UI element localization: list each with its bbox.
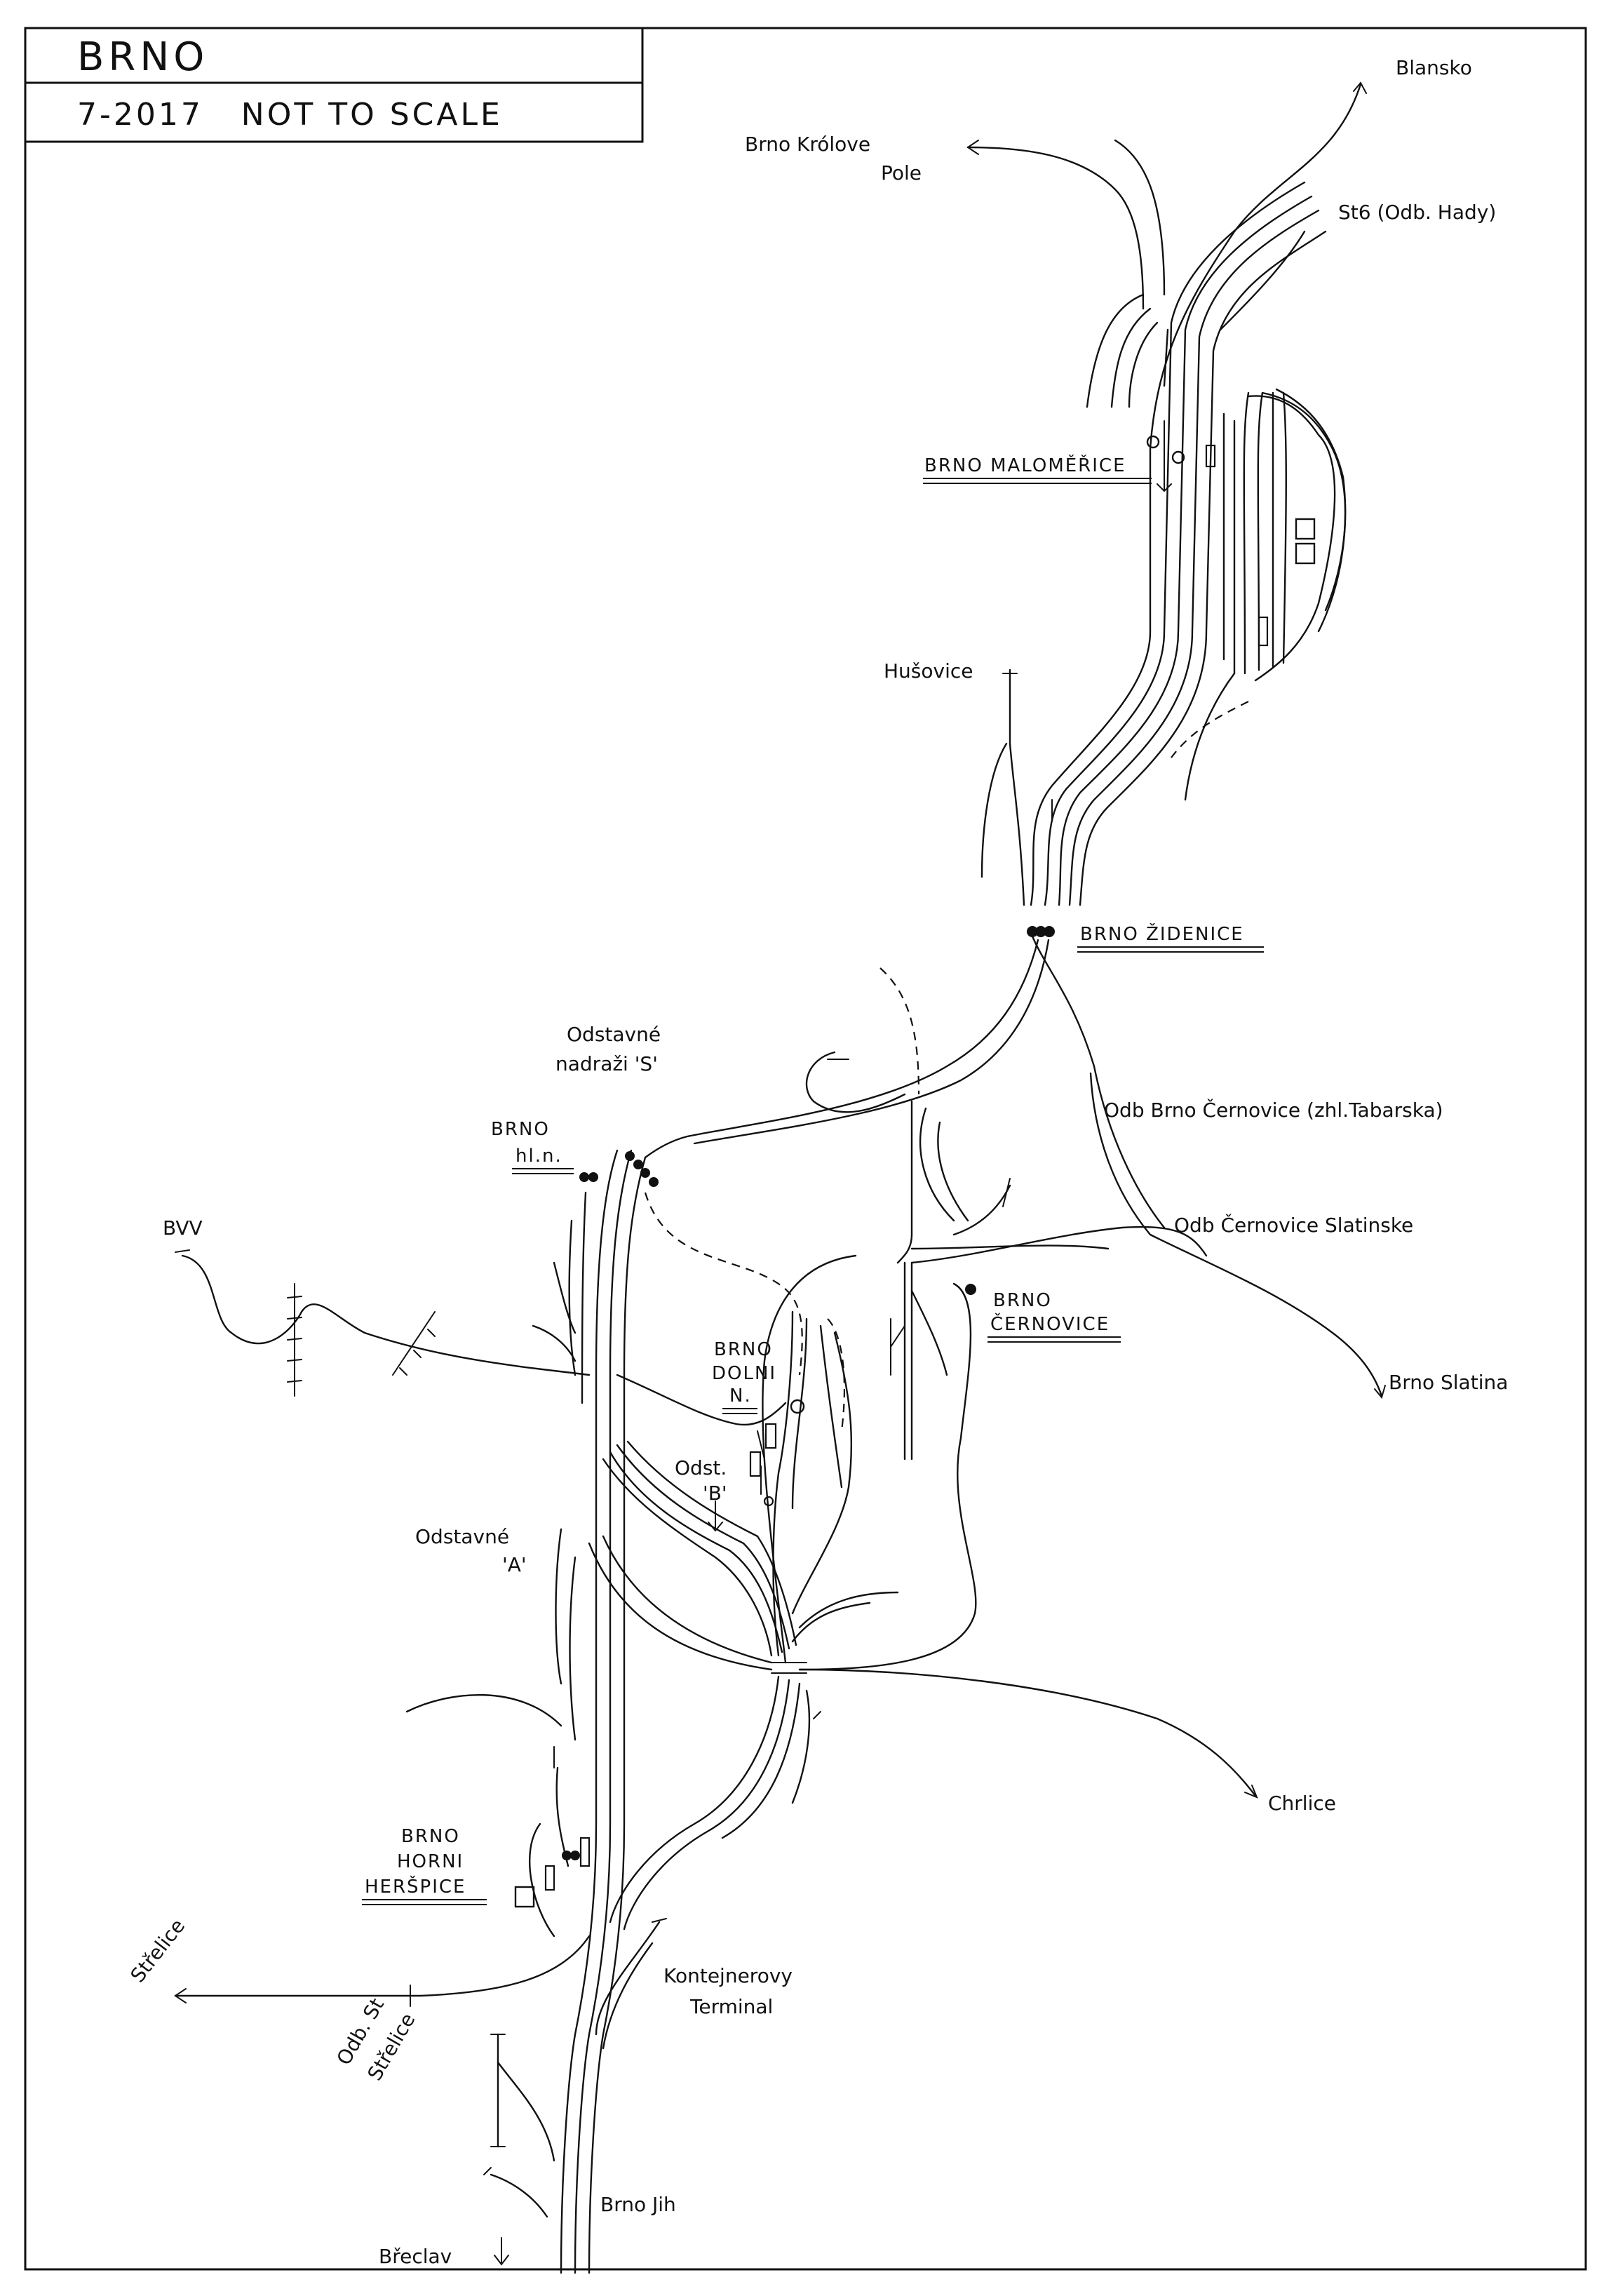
label-odb-tabarska: Odb Brno Černovice (zhl.Tabarska) (1104, 1098, 1443, 1122)
station-hln: BRNO hl.n. (491, 1119, 574, 1174)
label-blansko: Blansko (1396, 56, 1472, 79)
bvv-line (175, 1249, 591, 1397)
signals (562, 926, 1055, 1860)
main-line-north (1030, 83, 1362, 906)
svg-text:BRNO: BRNO (993, 1290, 1052, 1311)
label-chrlice: Chrlice (1268, 1792, 1336, 1815)
husovice-line (1009, 669, 1025, 906)
svg-text:ČERNOVICE: ČERNOVICE (990, 1313, 1110, 1335)
subtitle: 7-2017 NOT TO SCALE (77, 97, 503, 133)
station-malomerice: BRNO MALOMĚŘICE (923, 454, 1152, 484)
odst-b-bundle (588, 1440, 807, 1674)
label-strelice: Střelice (126, 1914, 190, 1987)
label-odstavne-a: Odstavné (415, 1525, 509, 1548)
svg-text:BRNO ŽIDENICE: BRNO ŽIDENICE (1080, 922, 1244, 945)
label-bvv: BVV (163, 1216, 203, 1240)
svg-text:BRNO: BRNO (491, 1119, 550, 1140)
track-network (174, 81, 1386, 2274)
label-kontejnerovy: Kontejnerovy (663, 1964, 793, 1987)
label-st6: St6 (Odb. Hady) (1338, 201, 1496, 224)
station-dolni: BRNO DOLNI N. (712, 1339, 776, 1414)
svg-text:HERŠPICE: HERŠPICE (365, 1875, 466, 1898)
kralove-pole-arrow (966, 140, 979, 155)
hln-dolni-dashed (644, 1192, 803, 1376)
cernovice-lines (890, 1072, 1386, 1461)
kralove-pole-line (966, 146, 1145, 310)
label-husovice: Hušovice (884, 659, 973, 683)
label-brno-slatina: Brno Slatina (1389, 1371, 1508, 1394)
svg-text:BRNO: BRNO (401, 1826, 460, 1847)
label-kralove-pole-2: Pole (881, 161, 922, 184)
label-breclav: Břeclav (379, 2245, 452, 2268)
label-kontejnerovy-2: Terminal (689, 1995, 773, 2018)
label-odstavne-s: Odstavné (567, 1023, 661, 1046)
svg-text:HORNI: HORNI (397, 1851, 464, 1872)
blansko-arrow (1353, 81, 1367, 94)
herspice-area (514, 1837, 591, 1908)
title: BRNO (77, 34, 208, 80)
title-block: BRNO 7-2017 NOT TO SCALE (24, 27, 644, 143)
svg-text:N.: N. (729, 1385, 752, 1407)
svg-text:BRNO: BRNO (714, 1339, 773, 1360)
label-odstavne-s-2: nadraži 'S' (555, 1052, 658, 1075)
label-odb-slatinske: Odb Černovice Slatinske (1174, 1213, 1413, 1237)
dolni-area (616, 1310, 899, 1657)
station-herspice: BRNO HORNI HERŠPICE (362, 1826, 487, 1905)
zidenice-to-hln (644, 932, 1166, 1264)
label-odst-b: Odst. (675, 1456, 727, 1479)
place-labels: Blansko Brno Królove Pole St6 (Odb. Hady… (126, 56, 1509, 2268)
malomerice-yard (1051, 139, 1347, 821)
svg-text:BRNO MALOMĚŘICE: BRNO MALOMĚŘICE (924, 454, 1126, 476)
station-cernovice: BRNO ČERNOVICE (988, 1290, 1121, 1343)
strelice-line (174, 1935, 591, 2007)
label-odst-b-2: 'B' (703, 1482, 727, 1505)
label-odstavne-a-2: 'A' (502, 1553, 527, 1576)
label-brno-jih: Brno Jih (600, 2193, 676, 2216)
svg-text:hl.n.: hl.n. (515, 1146, 562, 1167)
sheet-border (24, 27, 1587, 2271)
station-zidenice: BRNO ŽIDENICE (1077, 922, 1264, 953)
brno-jih-area (483, 2033, 555, 2266)
south-junction (609, 1675, 821, 1931)
svg-text:DOLNI: DOLNI (712, 1363, 776, 1384)
hln-spine (405, 1149, 647, 2274)
label-kralove-pole: Brno Królove (745, 133, 870, 156)
kontejnerovy-terminal (595, 1918, 667, 2050)
